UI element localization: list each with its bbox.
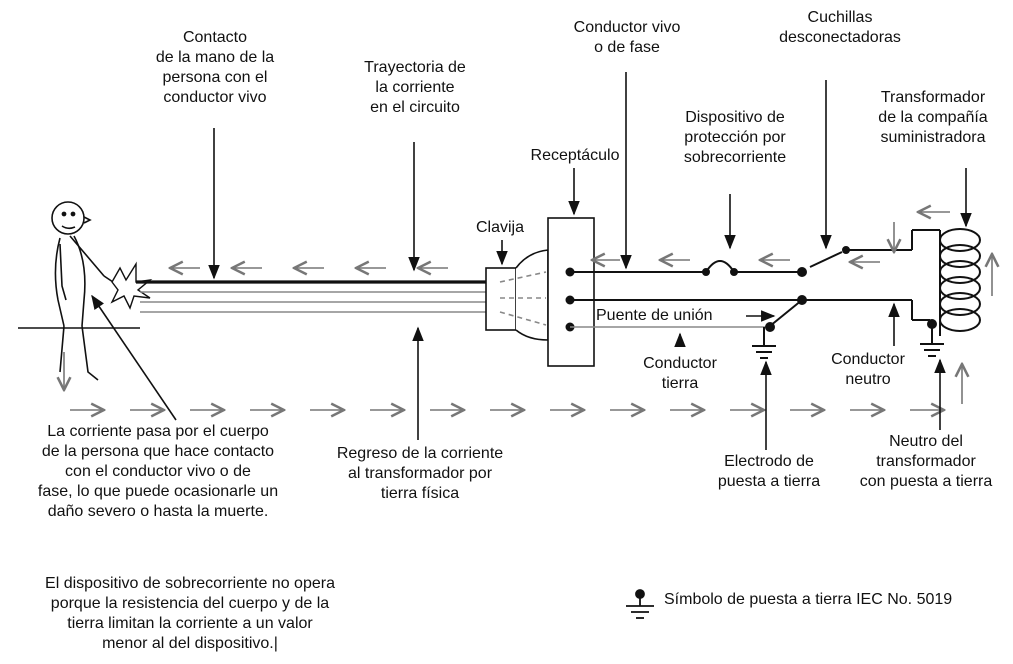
cord — [136, 280, 488, 313]
pointer-arrows — [91, 72, 972, 450]
live-conductor — [570, 246, 912, 277]
spark-icon — [110, 261, 153, 310]
ground-conductor — [570, 295, 807, 359]
label-clavija: Clavija — [475, 219, 524, 236]
current-flow-arrows — [64, 212, 992, 410]
plug-clavija — [485, 249, 549, 341]
receptacle — [547, 217, 595, 367]
label-nota: El dispositivo de sobrecorriente no oper… — [45, 575, 335, 652]
person-figure — [51, 201, 117, 381]
neutral-conductor — [802, 229, 940, 321]
ground-symbol-icon — [626, 589, 654, 619]
label-simbolo: Símbolo de puesta a tierra IEC No. 5019 — [664, 591, 953, 608]
label-puente-union: Puente de unión — [596, 307, 713, 324]
label-receptaculo: Receptáculo — [530, 147, 620, 164]
transformer-coil — [920, 228, 981, 357]
